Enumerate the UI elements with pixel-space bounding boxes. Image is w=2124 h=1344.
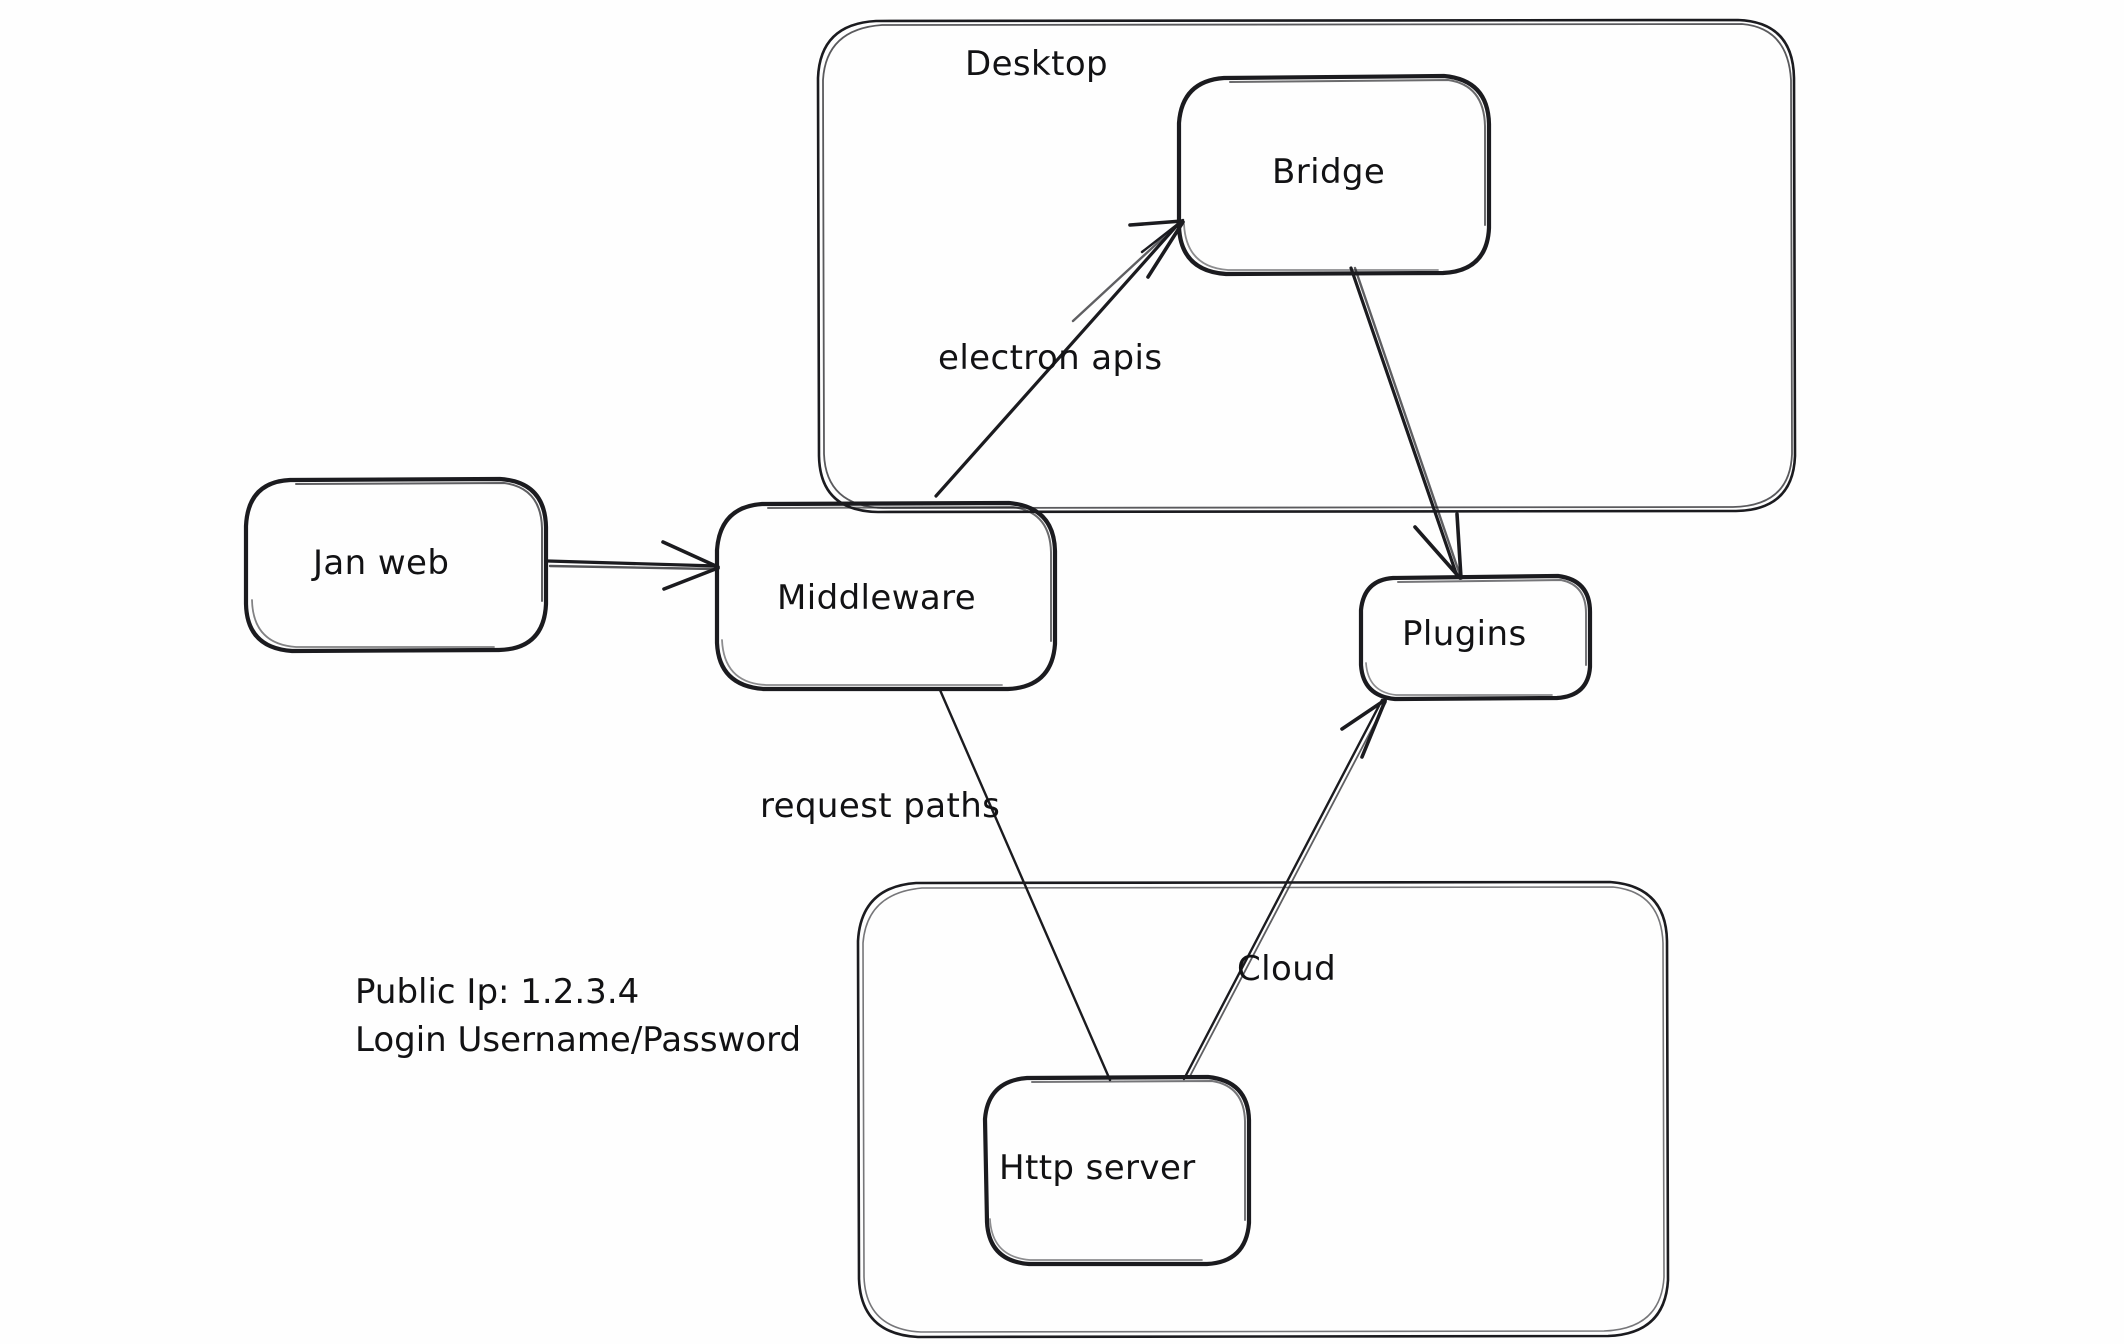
node-middleware[interactable] bbox=[714, 500, 1058, 692]
edge-middleware-to-bridge bbox=[934, 218, 1185, 498]
edge-httpserver-to-plugins bbox=[1182, 698, 1387, 1081]
connection-note: Public Ip: 1.2.3.4 Login Username/Passwo… bbox=[355, 968, 801, 1065]
node-plugins[interactable] bbox=[1358, 573, 1593, 702]
note-public-ip: Public Ip: 1.2.3.4 bbox=[355, 972, 640, 1012]
edge-label-cloud: Cloud bbox=[1237, 949, 1337, 989]
node-label-middleware: Middleware bbox=[777, 578, 977, 618]
edge-label-request-paths: request paths bbox=[760, 786, 1001, 826]
node-label-jan-web: Jan web bbox=[313, 543, 450, 583]
container-label-desktop: Desktop bbox=[965, 44, 1109, 84]
node-label-plugins: Plugins bbox=[1402, 614, 1527, 654]
note-login-credentials: Login Username/Password bbox=[355, 1020, 802, 1061]
node-jan-web[interactable] bbox=[243, 476, 549, 654]
edge-middleware-to-httpserver bbox=[938, 688, 1112, 1082]
node-label-http-server: Http server bbox=[999, 1148, 1196, 1188]
edge-bridge-to-plugins bbox=[1349, 266, 1463, 580]
node-http-server[interactable] bbox=[982, 1074, 1252, 1267]
container-cloud-group bbox=[856, 880, 1670, 1339]
container-desktop bbox=[816, 18, 1797, 514]
edge-label-electron-apis: electron apis bbox=[938, 338, 1163, 378]
edge-janweb-to-middleware bbox=[546, 540, 720, 591]
node-label-bridge: Bridge bbox=[1272, 152, 1386, 192]
node-bridge[interactable] bbox=[1176, 73, 1492, 277]
